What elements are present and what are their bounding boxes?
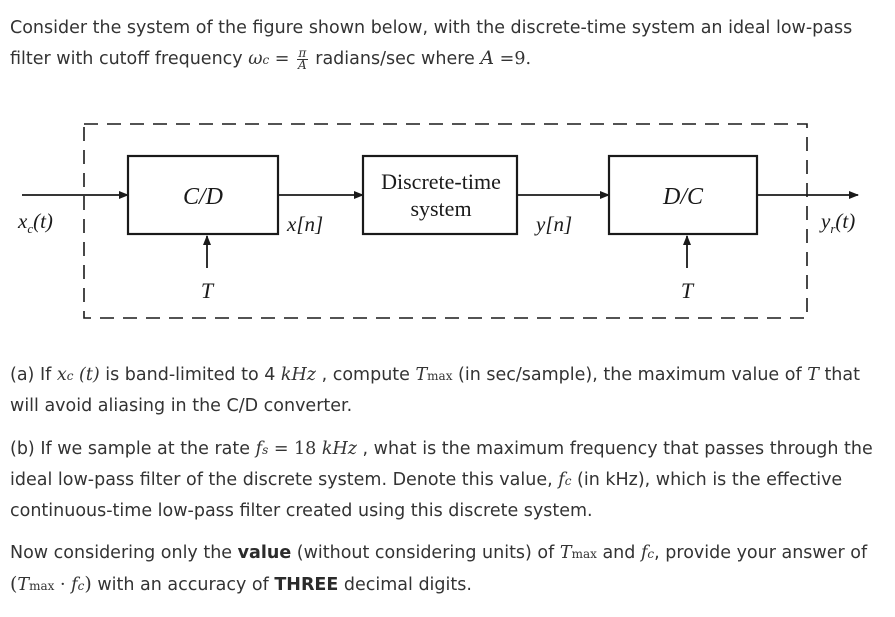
yn-signal-label: y[n] [534, 212, 572, 236]
intro-line-1: Consider the system of the figure shown … [10, 18, 853, 38]
discrete-system-label-line2: system [410, 196, 471, 221]
part-a-line-2: will avoid aliasing in the C/D converter… [10, 396, 353, 416]
input-signal-label: xc(t) [17, 209, 53, 236]
cd-converter-block [126, 154, 280, 236]
discrete-time-system-block [361, 154, 519, 236]
part-b-paragraph: (b) If we sample at the rate fs = 18 kHz… [10, 434, 881, 526]
dc-block-label: D/C [662, 184, 704, 210]
part-a-paragraph: (a) If xc (t) is band-limited to 4 kHz ,… [10, 360, 881, 421]
xn-signal-label: x[n] [286, 212, 323, 236]
dashed-enclosure [83, 123, 808, 319]
part-b-line-1: (b) If we sample at the rate fs = 18 kHz… [10, 439, 873, 459]
final-line-1: Now considering only the value (without … [10, 543, 868, 563]
part-a-line-1: (a) If xc (t) is band-limited to 4 kHz ,… [10, 365, 860, 385]
intro-paragraph: Consider the system of the figure shown … [10, 13, 881, 75]
discrete-system-label-line1: Discrete-time [381, 169, 501, 194]
T-label-dc: T [681, 278, 695, 303]
cd-block-label: C/D [183, 184, 223, 210]
T-label-cd: T [201, 278, 215, 303]
final-instruction-paragraph: Now considering only the value (without … [10, 538, 881, 601]
part-b-line-2: ideal low-pass filter of the discrete sy… [10, 470, 843, 490]
part-b-line-3: continuous-time low-pass filter created … [10, 501, 593, 521]
sampling-system-diagram: C/D Discrete-time system D/C xc(t) x[n] … [17, 123, 859, 319]
final-line-2: (Tmax · fc) with an accuracy of THREE de… [10, 573, 472, 595]
dc-converter-block [607, 154, 759, 236]
output-signal-label: yr(t) [819, 209, 855, 236]
